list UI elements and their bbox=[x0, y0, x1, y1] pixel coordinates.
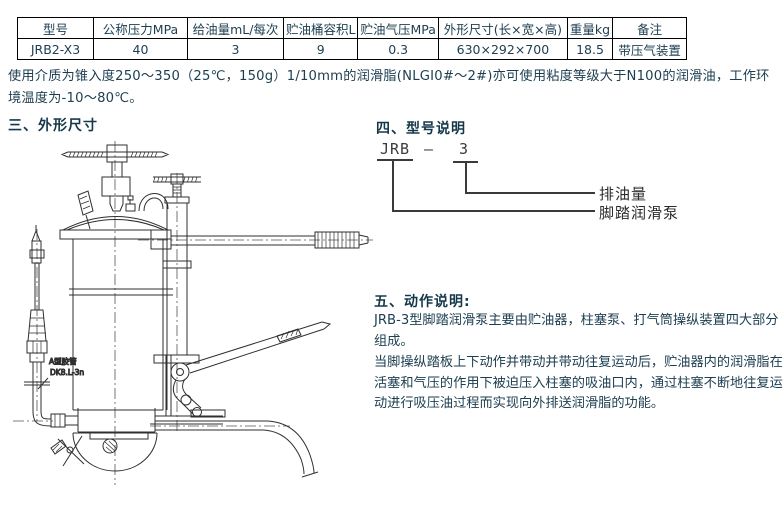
spec-value-barrel-volume: 9 bbox=[282, 38, 359, 60]
bottom-dish bbox=[72, 432, 158, 472]
pump-cylinder bbox=[150, 173, 201, 364]
action-paragraph-2: 当脚操纵踏板上下动作并带动并带动往复运动后，贮油器内的润滑脂在活塞和气压的作用下… bbox=[374, 355, 783, 411]
model-code-prefix: JRB bbox=[380, 140, 411, 158]
pressure-valve bbox=[125, 195, 136, 212]
spec-table: 型号 公称压力MPa 给油量mL/每次 贮油桶容积L 贮油气压MPa 外形尺寸(… bbox=[17, 17, 688, 60]
action-paragraph-1: JRB-3型脚踏润滑泵主要由贮油器，柱塞泵、打气筒操纵装置四大部分组成。 bbox=[374, 313, 779, 349]
grease-hose-assembly bbox=[24, 225, 79, 428]
section-heading-action-description: 五、动作说明: bbox=[374, 294, 471, 310]
spec-header-barrel-volume: 贮油桶容积L bbox=[282, 17, 359, 39]
spec-table-header-row: 型号 公称压力MPa 给油量mL/每次 贮油桶容积L 贮油气压MPa 外形尺寸(… bbox=[17, 17, 688, 39]
spec-header-remarks: 备注 bbox=[612, 17, 688, 39]
section-heading-outline-dimensions: 三、外形尺寸 bbox=[8, 118, 98, 134]
outlet-pipe bbox=[155, 420, 319, 478]
centerline-axes bbox=[13, 141, 373, 485]
medium-description-paragraph: 使用介质为锥入度250～350（25℃，150g）1/10mm的润滑脂(NLGI… bbox=[8, 69, 770, 106]
hose-label-line1: A型胶管 bbox=[49, 356, 77, 366]
spec-table-data-row: JRB2-X3 40 3 9 0.3 630×292×700 18.5 带压气装… bbox=[17, 38, 688, 60]
spec-value-oil-per-stroke: 3 bbox=[187, 38, 284, 60]
barrel-dome bbox=[59, 216, 172, 240]
spec-header-oil-per-stroke: 给油量mL/每次 bbox=[187, 17, 284, 39]
spec-header-pressure: 公称压力MPa bbox=[93, 17, 188, 39]
model-code-number: 3 bbox=[459, 140, 470, 158]
spec-header-model: 型号 bbox=[17, 17, 94, 39]
pedal-linkage bbox=[172, 378, 202, 417]
spec-value-dimensions: 630×292×700 bbox=[437, 38, 568, 60]
model-label-discharge: 排油量 bbox=[599, 185, 648, 203]
barrel-body bbox=[69, 239, 173, 410]
model-prefix-underline bbox=[377, 159, 413, 161]
drain-valve bbox=[50, 435, 85, 467]
section-heading-model-explanation: 四、型号说明 bbox=[376, 121, 466, 137]
spec-value-remarks: 带压气装置 bbox=[612, 38, 688, 60]
model-label-pump-type: 脚踏润滑泵 bbox=[599, 204, 680, 222]
foot-pedal-lever bbox=[170, 321, 332, 382]
model-prefix-leader-horizontal bbox=[392, 210, 595, 212]
spec-value-weight: 18.5 bbox=[566, 38, 614, 60]
spec-header-dimensions: 外形尺寸(长×宽×高) bbox=[437, 17, 568, 39]
spec-header-weight: 重量kg bbox=[566, 17, 614, 39]
spec-value-air-pressure: 0.3 bbox=[357, 38, 439, 60]
model-code-diagram: JRB — 3 排油量 脚踏润滑泵 bbox=[375, 138, 705, 230]
top-t-handle bbox=[60, 144, 170, 212]
air-tube bbox=[138, 193, 169, 212]
spec-header-air-pressure: 贮油气压MPa bbox=[357, 17, 439, 39]
model-prefix-leader-vertical bbox=[392, 159, 394, 212]
hand-lever bbox=[171, 231, 369, 249]
model-code-dash: — bbox=[424, 140, 435, 158]
hose-label-line2: DK8.L-3n bbox=[50, 368, 84, 377]
spec-value-model: JRB2-X3 bbox=[17, 38, 94, 60]
spec-value-pressure: 40 bbox=[93, 38, 188, 60]
action-description-block: JRB-3型脚踏润滑泵主要由贮油器，柱塞泵、打气筒操纵装置四大部分组成。 当脚操… bbox=[374, 311, 783, 416]
filler-plug bbox=[77, 190, 94, 230]
model-number-leader-vertical bbox=[465, 161, 467, 193]
model-number-leader-horizontal bbox=[465, 192, 595, 194]
pump-technical-drawing: A型胶管 DK8.L-3n bbox=[13, 141, 373, 485]
